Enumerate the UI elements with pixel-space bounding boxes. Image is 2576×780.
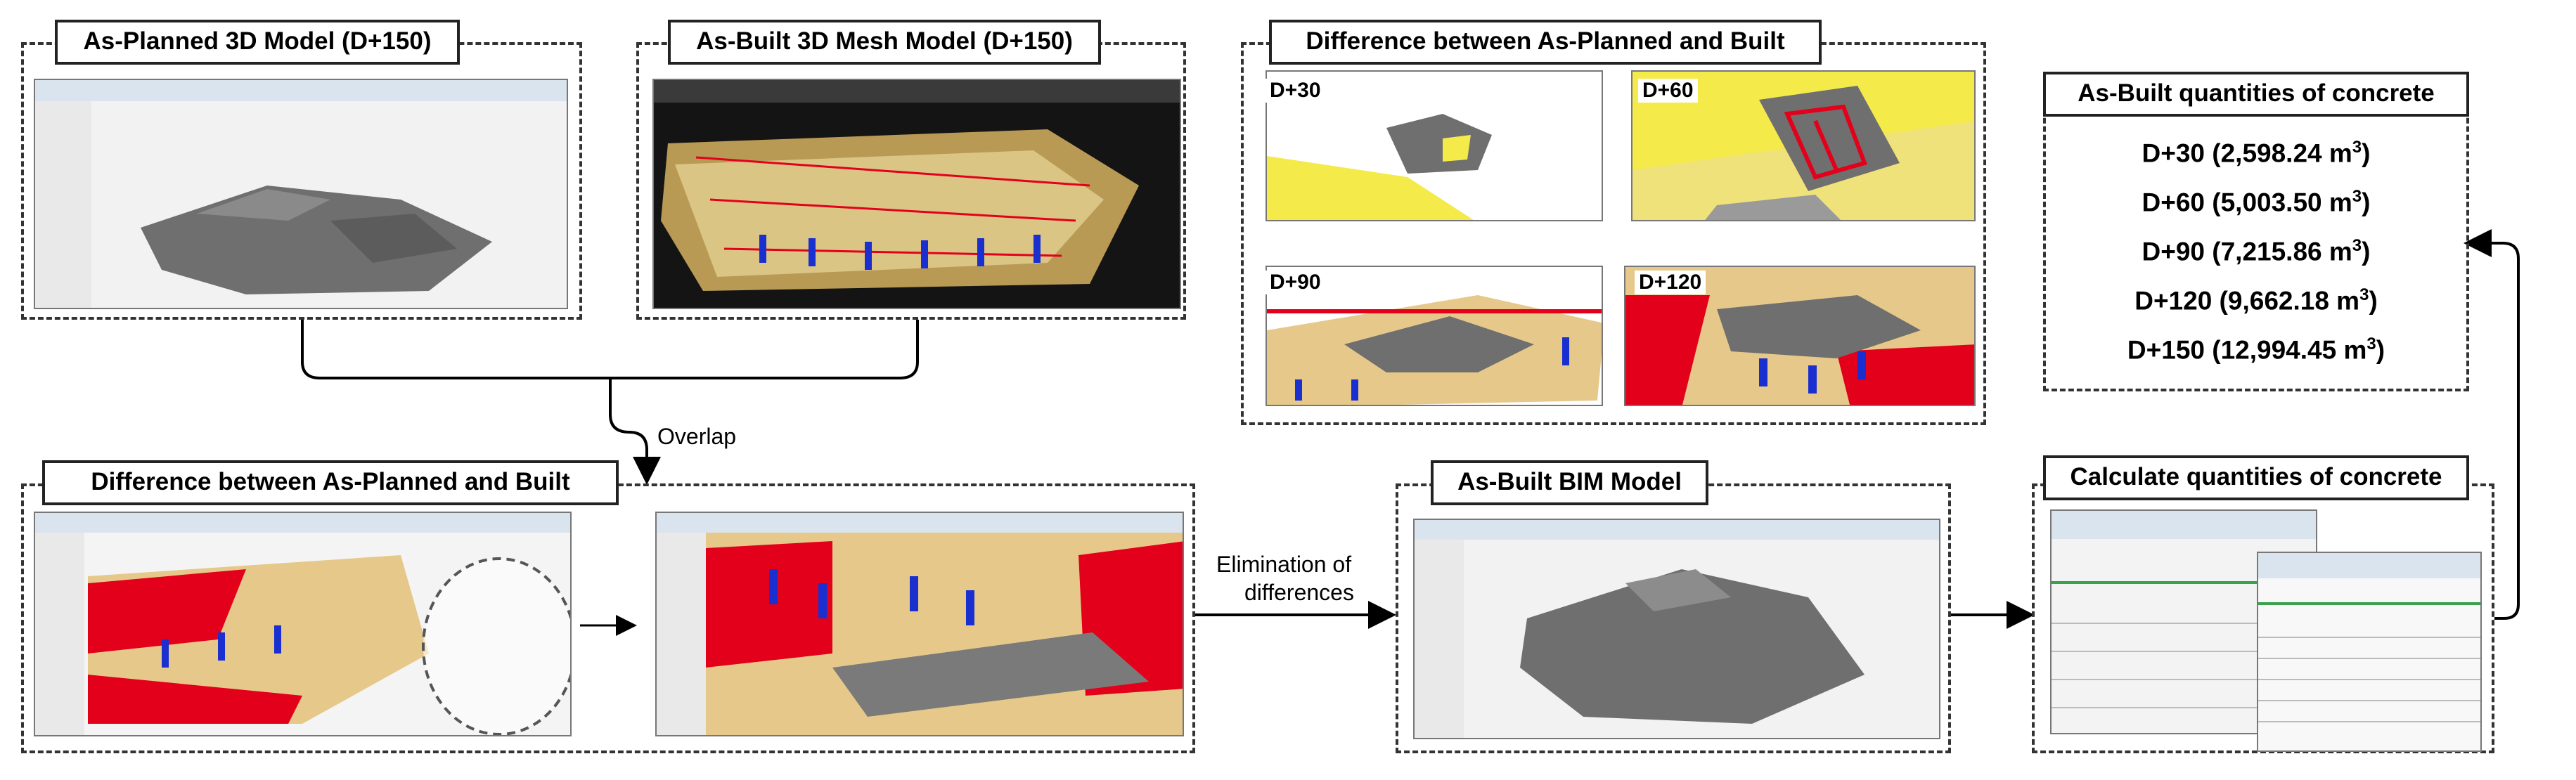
stage-d30-screenshot [1266, 70, 1603, 221]
as-built-mesh-title: As-Built 3D Mesh Model (D+150) [668, 20, 1101, 65]
calculate-title: Calculate quantities of concrete [2043, 455, 2469, 500]
stage-label-d60: D+60 [1638, 79, 1698, 103]
stage-label-d120: D+120 [1635, 271, 1706, 294]
quantity-row-d60: D+60 (5,003.50 m3) [2142, 187, 2371, 217]
difference-stages-title: Difference between As-Planned and Built [1269, 20, 1822, 65]
quantity-row-d90: D+90 (7,215.86 m3) [2142, 236, 2371, 266]
as-built-bim-screenshot [1413, 519, 1940, 739]
as-built-mesh-screenshot [652, 79, 1181, 309]
overlap-label: Overlap [657, 424, 737, 449]
quantity-row-d150: D+150 (12,994.45 m3) [2127, 334, 2385, 365]
calc-to-quantities-arrow [2464, 229, 2520, 620]
stage-label-d90: D+90 [1266, 271, 1325, 294]
quantities-panel: D+30 (2,598.24 m3) D+60 (5,003.50 m3) D+… [2043, 93, 2469, 391]
stage-d60-screenshot [1631, 70, 1976, 221]
as-planned-title: As-Planned 3D Model (D+150) [55, 20, 460, 65]
overlap-arrow [609, 378, 661, 485]
difference-bottom-title: Difference between As-Planned and Built [42, 460, 619, 505]
stage-label-d30: D+30 [1266, 79, 1325, 103]
as-built-bim-title: As-Built BIM Model [1431, 460, 1708, 505]
difference-zoom-screenshot [655, 512, 1184, 736]
stage-d90-screenshot [1266, 266, 1603, 406]
as-planned-screenshot [34, 79, 568, 309]
calculate-screenshot-front [2257, 552, 2482, 752]
difference-overlay-screenshot [34, 512, 572, 736]
quantity-row-d120: D+120 (9,662.18 m3) [2134, 285, 2378, 316]
quantity-row-d30: D+30 (2,598.24 m3) [2142, 138, 2371, 168]
elimination-label-line2: differences [1244, 580, 1354, 605]
quantities-title: As-Built quantities of concrete [2043, 72, 2469, 117]
merge-connector [301, 320, 919, 379]
elimination-label-line1: Elimination of [1216, 552, 1352, 577]
